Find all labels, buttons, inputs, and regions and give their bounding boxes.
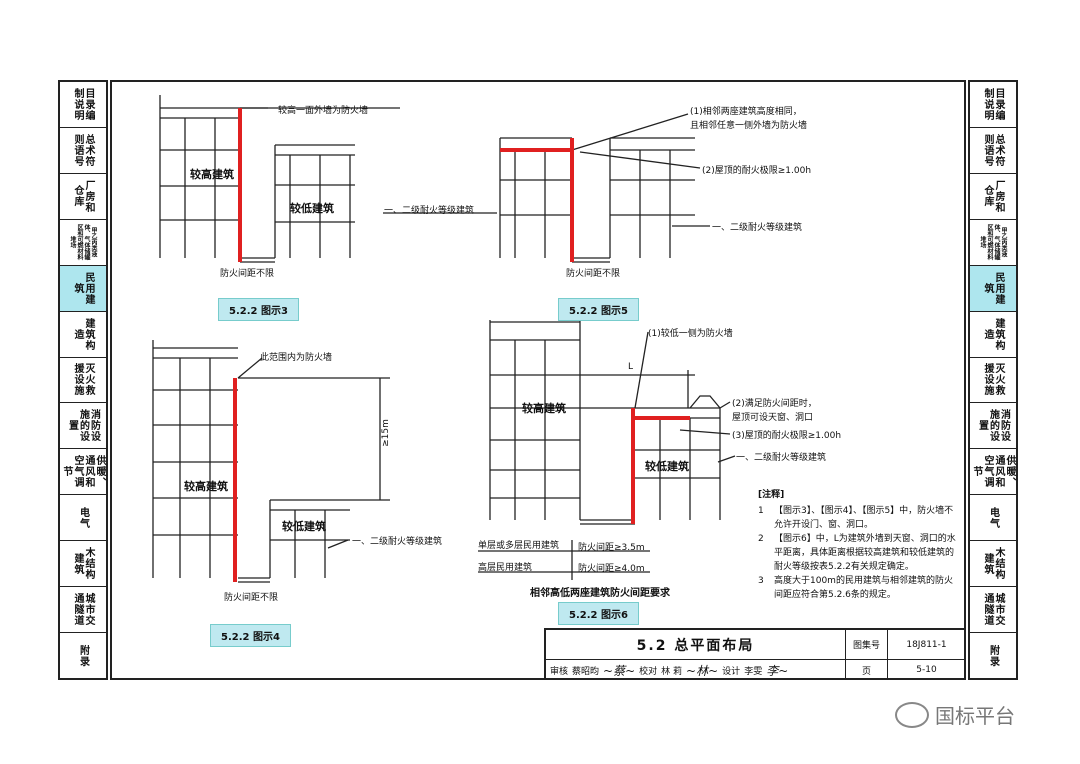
wechat-icon [895,701,929,728]
drawing-frame [110,80,966,680]
fig4-wall-note: 此范围内为防火墙 [260,353,333,363]
page-number: 5-10 [888,660,966,680]
fig6-row2-distance: 防火间距≥4.0m [578,564,645,574]
fig3-wall-note: 较高一面外墙为防火墙 [278,106,369,116]
fig6-note1: (1)较低一侧为防火墙 [648,329,733,339]
left-index-item[interactable]: 供暖、通风和空气调节 [60,449,106,496]
fig3-distance: 防火间距不限 [220,269,275,279]
left-index-item[interactable]: 附录 [77,644,89,667]
fig6-note2-line1: (2)满足防火间距时， [732,399,817,409]
right-index-item[interactable]: 目录编制说明 [970,82,1016,128]
left-index-item[interactable]: 建筑构造 [60,312,106,358]
fig4-lower-label: 较低建筑 [282,520,326,533]
fig6-row1: 单层或多层民用建筑 [478,541,560,551]
watermark-text: 国标平台 [935,704,1015,728]
fig6-row1-distance: 防火间距≥3.5m [578,543,645,553]
right-index-item[interactable]: 供暖、通风和空气调节 [970,449,1016,496]
fig4-taller-label: 较高建筑 [184,480,228,493]
atlas-number: 18J811-1 [888,630,966,660]
left-index-sidebar: 目录编制说明总术符则语号厂房和仓库甲乙丙类液体、气体储罐区和可燃材料堆场民用建筑… [58,80,108,680]
left-index-item[interactable]: 目录编制说明 [60,82,106,128]
checker-name: 林 莉 [661,666,683,677]
note-item: 1【图示3】、【图示4】、【图示5】中，防火墙不允许开设门、窗、洞口。 [758,506,954,530]
fig5-label: 5.2.2 图示5 [558,298,639,321]
fig5-distance: 防火间距不限 [566,269,621,279]
fig6-drawing [478,320,721,580]
watermark: 国标平台 [895,700,1015,729]
fig5-note1-line1: (1)相邻两座建筑高度相同， [690,107,802,117]
designer-name: 李雯 [744,666,763,677]
fig4-label: 5.2.2 图示4 [210,624,291,647]
fig6-taller-label: 较高建筑 [522,402,566,415]
left-index-item[interactable]: 木结构建筑 [60,541,106,588]
notes-block: [注释] 1【图示3】、【图示4】、【图示5】中，防火墙不允许开设门、窗、洞口。… [758,488,958,602]
fig3-taller-label: 较高建筑 [190,168,234,181]
right-index-item[interactable]: 灭火救援设施 [970,358,1016,404]
fig5-note2: (2)屋顶的耐火极限≥1.00h [702,166,812,176]
left-index-item[interactable]: 厂房和仓库 [60,174,106,220]
reviewer-signature: ~蔡~ [603,663,636,678]
fig6-L: L [628,362,634,372]
left-index-item[interactable]: 消防设施的设置 [60,403,106,450]
fig5-grade-left: 一、二级耐火等级建筑 [384,206,475,216]
right-index-item[interactable]: 电气 [970,495,1016,542]
fig4-distance: 防火间距不限 [224,593,279,603]
right-index-item[interactable]: 建筑构造 [970,312,1016,358]
drawing-title: 5.2 总平面布局 [546,630,846,660]
review-label: 审核 [550,666,569,677]
design-label: 设计 [722,666,741,677]
right-index-item[interactable]: 附录 [987,644,999,667]
left-index-item[interactable]: 民用建筑 [60,265,106,312]
fig5-drawing [499,137,695,263]
right-index-item[interactable]: 城市交通隧道 [970,587,1016,634]
right-index-item[interactable]: 厂房和仓库 [970,174,1016,220]
fig4-height: ≥15m [380,419,391,447]
title-block: 5.2 总平面布局 图集号 18J811-1 审核 蔡昭昀 ~蔡~ 校对 林 莉… [544,628,966,680]
check-label: 校对 [639,666,658,677]
note-item: 2【图示6】中，L为建筑外墙到天窗、洞口的水平距离，具体距离根据较高建筑和较低建… [758,534,956,572]
signature-row: 审核 蔡昭昀 ~蔡~ 校对 林 莉 ~林~ 设计 李雯 李~ [546,660,846,680]
atlas-label: 图集号 [846,630,888,660]
left-index-item[interactable]: 总术符则语号 [60,128,106,174]
left-index-item[interactable]: 灭火救援设施 [60,358,106,404]
left-index-item[interactable]: 甲乙丙类液体、气体储罐区和可燃材料堆场 [60,220,106,266]
right-index-item[interactable]: 总术符则语号 [970,128,1016,174]
right-index-item[interactable]: 甲乙丙类液体、气体储罐区和可燃材料堆场 [970,220,1016,266]
notes-title: [注释] [758,490,785,500]
right-index-item[interactable]: 木结构建筑 [970,541,1016,588]
fig4-grade: 一、二级耐火等级建筑 [352,537,443,547]
fig6-label: 5.2.2 图示6 [558,602,639,625]
right-index-item[interactable]: 民用建筑 [970,265,1016,312]
page-label: 页 [846,660,888,680]
left-index-item[interactable]: 电气 [60,495,106,542]
fig6-note2-line2: 屋顶可设天窗、洞口 [732,413,814,423]
fig5-note1-line2: 且相邻任意一侧外墙为防火墙 [690,121,808,131]
designer-signature: 李~ [766,663,789,678]
fig3-label: 5.2.2 图示3 [218,298,299,321]
reviewer-name: 蔡昭昀 [572,666,600,677]
checker-signature: ~林~ [686,663,719,678]
fig6-row2: 高层民用建筑 [478,563,533,573]
fig3-lower-label: 较低建筑 [290,202,334,215]
right-index-item[interactable]: 消防设施的设置 [970,403,1016,450]
fig5-grade-right: 一、二级耐火等级建筑 [712,223,803,233]
fig6-lower-label: 较低建筑 [645,460,689,473]
fig4-drawing [152,340,390,583]
left-index-item[interactable]: 城市交通隧道 [60,587,106,634]
fig6-grade: 一、二级耐火等级建筑 [736,453,827,463]
fig6-note3: (3)屋顶的耐火极限≥1.00h [732,431,842,441]
right-index-sidebar: 目录编制说明总术符则语号厂房和仓库甲乙丙类液体、气体储罐区和可燃材料堆场民用建筑… [968,80,1018,680]
fig6-caption: 相邻高低两座建筑防火间距要求 [530,588,670,599]
